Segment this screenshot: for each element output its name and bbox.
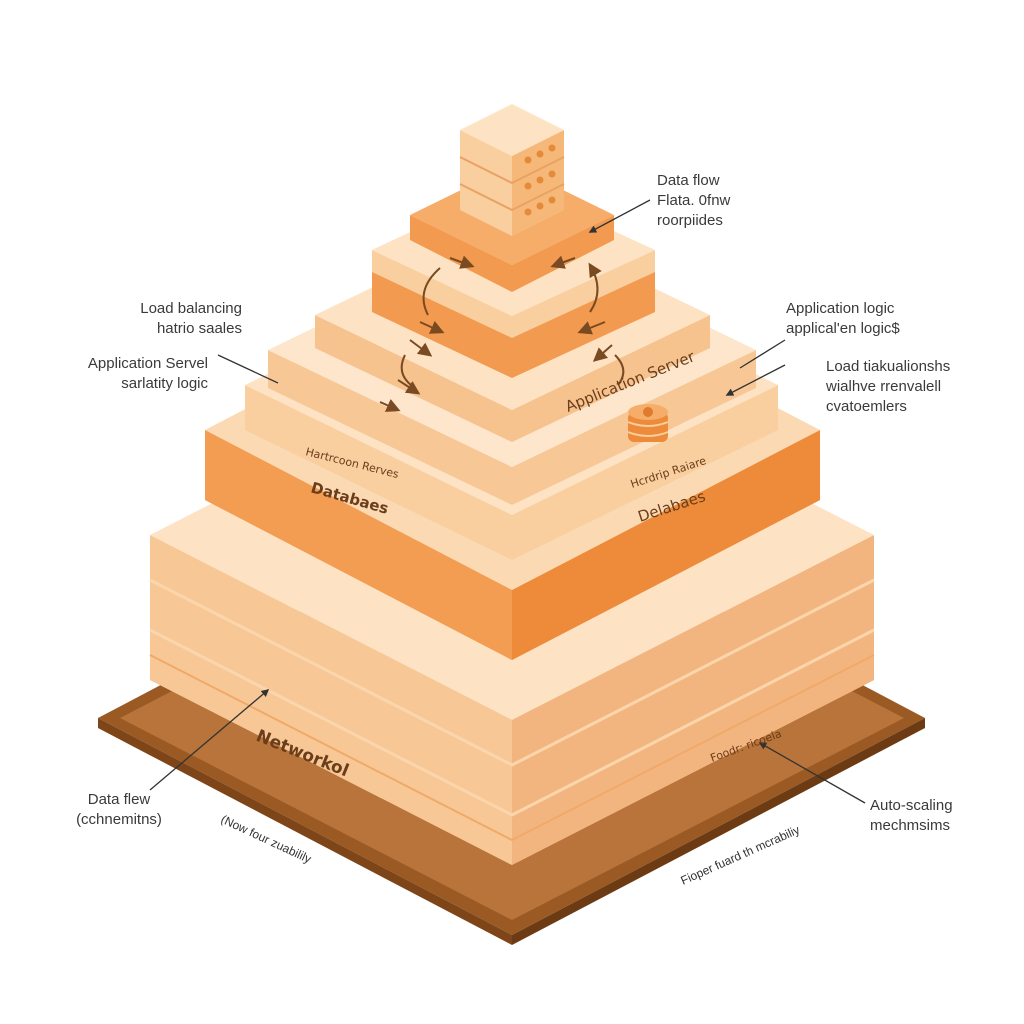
callout-line: roorpiides: [657, 212, 723, 229]
callout-line: Load tiakualionshs: [826, 358, 951, 375]
callout-line: mechmsims: [870, 817, 951, 834]
callout-line: sarlatity logic: [121, 375, 208, 392]
server-stack-icon: [459, 104, 565, 236]
callout-application-logic: Application logic applical'en logic$: [786, 299, 900, 339]
leader-lines: [149, 199, 866, 804]
callout-line: Application logic: [786, 300, 895, 317]
callout-line: (cchnemitns): [76, 811, 162, 828]
callout-line: cvatoemlers: [826, 398, 907, 415]
callout-line: Flata. 0fnw: [657, 192, 731, 209]
callout-load-balancing: Load balancing hatrio saales: [138, 299, 242, 339]
callout-line: wialhve rrenvalell: [826, 378, 942, 395]
callout-load-right: Load tiakualionshs wialhve rrenvalell cv…: [826, 357, 950, 417]
callout-application-server: Application Servel sarlatity logic: [84, 354, 208, 394]
callout-data-flew: Data flew (cchnemitns): [64, 790, 174, 830]
callout-line: Load balancing: [140, 300, 242, 317]
flow-arrows: [379, 255, 625, 412]
callout-line: Data flow: [657, 172, 720, 189]
callout-line: hatrio saales: [156, 320, 242, 337]
callout-line: Data flew: [87, 791, 151, 808]
callout-line: Application Servel: [87, 355, 208, 372]
callout-line: Auto-scaling: [870, 797, 953, 814]
callout-auto-scaling: Auto-scaling mechmsims: [870, 796, 953, 836]
callout-line: applical'en logic$: [786, 320, 900, 337]
callout-data-flow-top: Data flow Flata. 0fnw roorpiides: [657, 171, 730, 231]
database-icon: [627, 404, 669, 442]
